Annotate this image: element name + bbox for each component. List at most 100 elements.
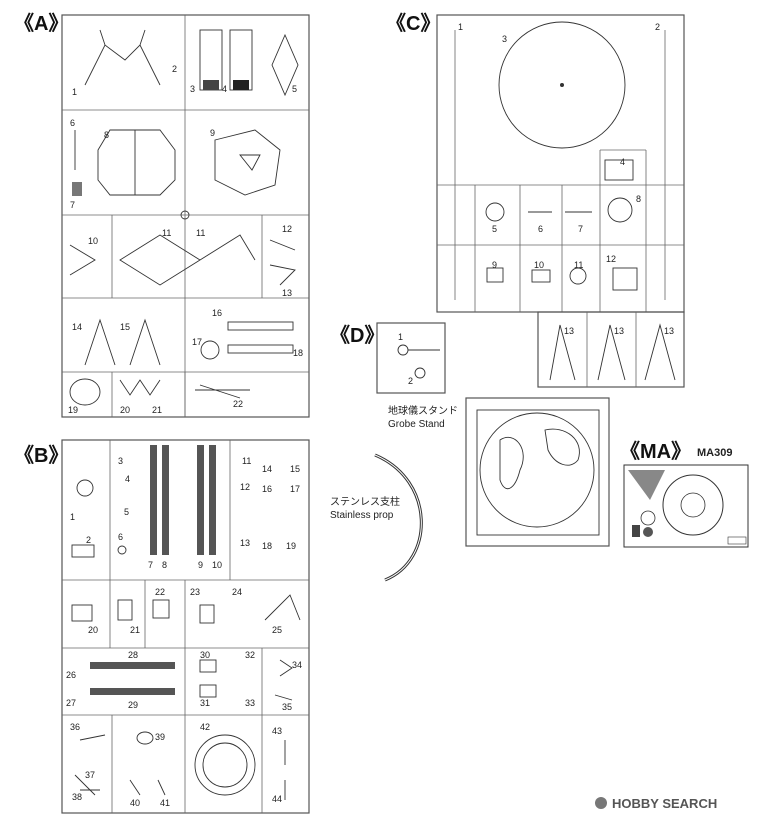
a-part-label: 20 [120, 405, 130, 415]
b-part-label: 36 [70, 722, 80, 732]
sprue-c: 《C》 1 2 3 4 5 6 7 [386, 12, 685, 388]
b-part-label: 11 [242, 456, 251, 466]
a-part-label: 14 [72, 322, 82, 332]
c-part-label: 5 [492, 224, 497, 234]
b-part-label: 17 [290, 484, 300, 494]
a-part-label: 18 [293, 348, 303, 358]
globe-stand-en: Grobe Stand [388, 419, 445, 430]
a-part-label: 22 [233, 399, 243, 409]
prop-en: Stainless prop [330, 510, 394, 521]
c-part-label: 7 [578, 224, 583, 234]
c-part-label: 13 [664, 326, 674, 336]
b-part-label: 5 [124, 507, 129, 517]
c-part-label: 13 [564, 326, 574, 336]
b-part-label: 10 [212, 560, 222, 570]
sprue-a: 《A》 [14, 12, 310, 418]
b-part-label: 3 [118, 456, 123, 466]
b-part-label: 43 [272, 726, 282, 736]
b-part-label: 33 [245, 698, 255, 708]
a-part-label: 17 [192, 337, 202, 347]
a-part-label: 15 [120, 322, 130, 332]
b-part-label: 22 [155, 587, 165, 597]
c-part-label: 11 [574, 260, 583, 270]
b-part-label: 2 [86, 535, 91, 545]
a-part-label: 7 [70, 200, 75, 210]
d-part-label: 1 [398, 332, 403, 342]
c-part-label: 10 [534, 260, 544, 270]
b-part-label: 19 [286, 541, 296, 551]
b-part-label: 24 [232, 587, 242, 597]
b-part-label: 25 [272, 625, 282, 635]
d-part-label: 2 [408, 376, 413, 386]
b-part-label: 9 [198, 560, 203, 570]
b-part-label: 28 [128, 650, 138, 660]
c-part-label: 9 [492, 260, 497, 270]
section-c-title: 《C》 [386, 12, 440, 35]
b-part-label: 42 [200, 722, 210, 732]
a-part-label: 1 [72, 87, 77, 97]
stainless-prop: ステンレス支柱 Stainless prop [330, 453, 423, 582]
b-part-label: 23 [190, 587, 200, 597]
a-part-label: 11 [196, 228, 205, 238]
a-part-label: 6 [70, 118, 75, 128]
a-part-label: 19 [68, 405, 78, 415]
b-part-label: 8 [162, 560, 167, 570]
prop-jp: ステンレス支柱 [330, 495, 400, 508]
b-part-label: 32 [245, 650, 255, 660]
b-part-label: 44 [272, 794, 282, 804]
a-part-label: 9 [210, 128, 215, 138]
b-part-label: 15 [290, 464, 300, 474]
b-part-label: 1 [70, 512, 75, 522]
decal-code: MA309 [697, 447, 732, 459]
b-part-label: 27 [66, 698, 76, 708]
b-part-label: 4 [125, 474, 130, 484]
b-part-label: 6 [118, 532, 123, 542]
watermark: HOBBY SEARCH [595, 796, 717, 811]
b-part-label: 30 [200, 650, 210, 660]
b-part-label: 16 [262, 484, 272, 494]
section-a-title: 《A》 [14, 12, 68, 35]
b-part-label: 40 [130, 798, 140, 808]
b-part-label: 20 [88, 625, 98, 635]
watermark-text: HOBBY SEARCH [612, 796, 717, 811]
c-part-label: 12 [606, 254, 616, 264]
sprue-d: 《D》 1 2 [330, 322, 446, 394]
a-part-label: 5 [292, 84, 297, 94]
section-b-title: 《B》 [14, 444, 68, 467]
b-part-label: 7 [148, 560, 153, 570]
section-ma-title: 《MA》 [620, 440, 691, 463]
a-part-label: 2 [172, 64, 177, 74]
c-part-label: 8 [636, 194, 641, 204]
section-d-title: 《D》 [330, 324, 384, 347]
a-part-label: 8 [104, 130, 109, 140]
a-part-label: 16 [212, 308, 222, 318]
b-part-label: 12 [240, 482, 250, 492]
globe-stand: 地球儀スタンド Grobe Stand [388, 397, 610, 547]
b-part-label: 38 [72, 792, 82, 802]
a-part-label: 10 [88, 236, 98, 246]
b-part-label: 26 [66, 670, 76, 680]
b-part-label: 18 [262, 541, 272, 551]
b-part-label: 29 [128, 700, 138, 710]
b-part-label: 37 [85, 770, 95, 780]
c-part-label: 13 [614, 326, 624, 336]
a-part-label: 4 [222, 84, 227, 94]
c-part-label: 1 [458, 22, 463, 32]
b-part-label: 14 [262, 464, 272, 474]
b-part-label: 34 [292, 660, 302, 670]
b-part-label: 35 [282, 702, 292, 712]
a-part-label: 21 [152, 405, 162, 415]
a-part-label: 3 [190, 84, 195, 94]
b-part-label: 31 [200, 698, 210, 708]
c-part-label: 6 [538, 224, 543, 234]
b-part-label: 41 [160, 798, 170, 808]
b-part-label: 39 [155, 732, 165, 742]
decal-ma: 《MA》 MA309 [620, 440, 749, 548]
c-part-label: 2 [655, 22, 660, 32]
b-part-label: 13 [240, 538, 250, 548]
sprue-b: 《B》 1 [14, 439, 310, 814]
a-part-label: 13 [282, 288, 292, 298]
c-part-label: 3 [502, 34, 507, 44]
a-part-label: 12 [282, 224, 292, 234]
